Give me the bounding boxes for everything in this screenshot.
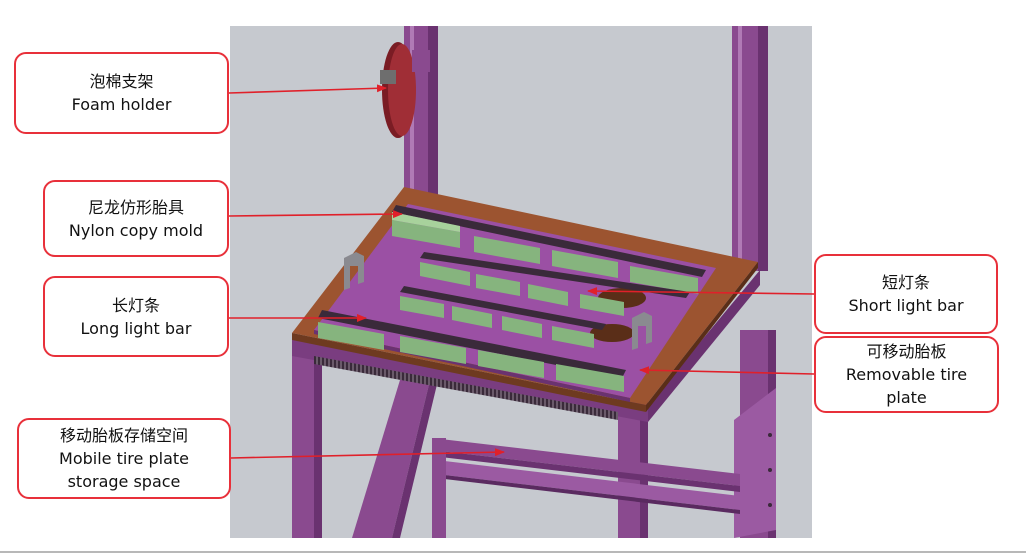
callout-nylon-mold: 尼龙仿形胎具 Nylon copy mold bbox=[43, 180, 229, 257]
arrow-nylon-mold bbox=[228, 210, 403, 219]
callout-storage-en2: storage space bbox=[67, 472, 181, 491]
callout-storage: 移动胎板存储空间 Mobile tire plate storage space bbox=[17, 418, 231, 499]
arrow-foam-holder bbox=[228, 84, 387, 94]
arrow-removable bbox=[639, 366, 815, 375]
callout-nylon-mold-zh: 尼龙仿形胎具 bbox=[87, 197, 184, 217]
callout-removable-en2: plate bbox=[886, 388, 927, 407]
callout-storage-en1: Mobile tire plate bbox=[59, 449, 189, 468]
callout-foam-holder: 泡棉支架 Foam holder bbox=[14, 52, 229, 134]
callout-long-light-en: Long light bar bbox=[80, 318, 192, 338]
callout-storage-zh: 移动胎板存储空间 bbox=[59, 426, 188, 445]
callout-short-light: 短灯条 Short light bar bbox=[814, 254, 998, 334]
callout-short-light-zh: 短灯条 bbox=[881, 273, 930, 292]
callout-removable-zh: 可移动胎板 bbox=[866, 342, 947, 361]
callout-removable: 可移动胎板 Removable tire plate bbox=[814, 336, 999, 413]
nylon-molds bbox=[318, 205, 706, 392]
fixture-frame bbox=[292, 26, 776, 538]
arrow-storage bbox=[230, 448, 505, 459]
callout-removable-en1: Removable tire bbox=[845, 365, 968, 384]
callout-long-light: 长灯条 Long light bar bbox=[43, 276, 229, 357]
callout-long-light-zh: 长灯条 bbox=[111, 295, 160, 315]
arrow-short-light bbox=[587, 287, 815, 296]
callout-nylon-mold-en: Nylon copy mold bbox=[68, 220, 204, 240]
callout-foam-holder-zh: 泡棉支架 bbox=[89, 72, 154, 91]
callout-arrows bbox=[228, 84, 815, 459]
callout-foam-holder-en: Foam holder bbox=[71, 95, 172, 114]
callout-short-light-en: Short light bar bbox=[848, 296, 964, 315]
